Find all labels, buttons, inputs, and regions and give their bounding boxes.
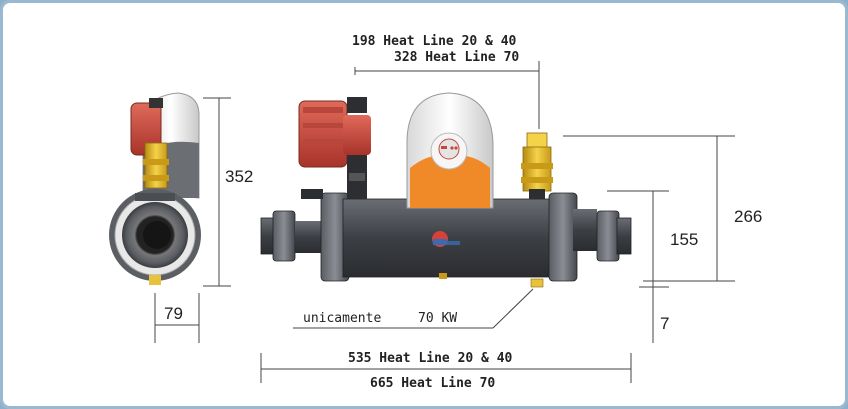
front-view [260,92,632,288]
dimension-top: 198 Heat Line 20 & 40 328 Heat Line 70 [352,34,540,129]
dim-7-label: 7 [660,314,669,333]
note-prefix: unicamente [303,311,381,326]
top-dim-line1: 198 Heat Line 20 & 40 [352,34,517,49]
side-view [109,92,201,285]
dim-266-label: 266 [734,207,762,226]
dim-352-label: 352 [225,167,253,186]
dimension-79: 79 [154,293,200,343]
bottom-dim-line2: 665 Heat Line 70 [370,376,495,391]
note-value: 70 KW [418,311,457,326]
bottom-dim-line1: 535 Heat Line 20 & 40 [348,351,513,366]
dim-79-label: 79 [164,304,183,323]
dimension-right: 266 155 7 [563,135,762,343]
dim-155-label: 155 [670,230,698,249]
dimension-bottom: 535 Heat Line 20 & 40 665 Heat Line 70 [260,351,632,391]
top-dim-line2: 328 Heat Line 70 [394,50,519,65]
dimension-352: 352 [203,97,253,287]
technical-drawing: 352 79 [109,34,762,391]
note-70kw: unicamente 70 KW [293,288,534,329]
